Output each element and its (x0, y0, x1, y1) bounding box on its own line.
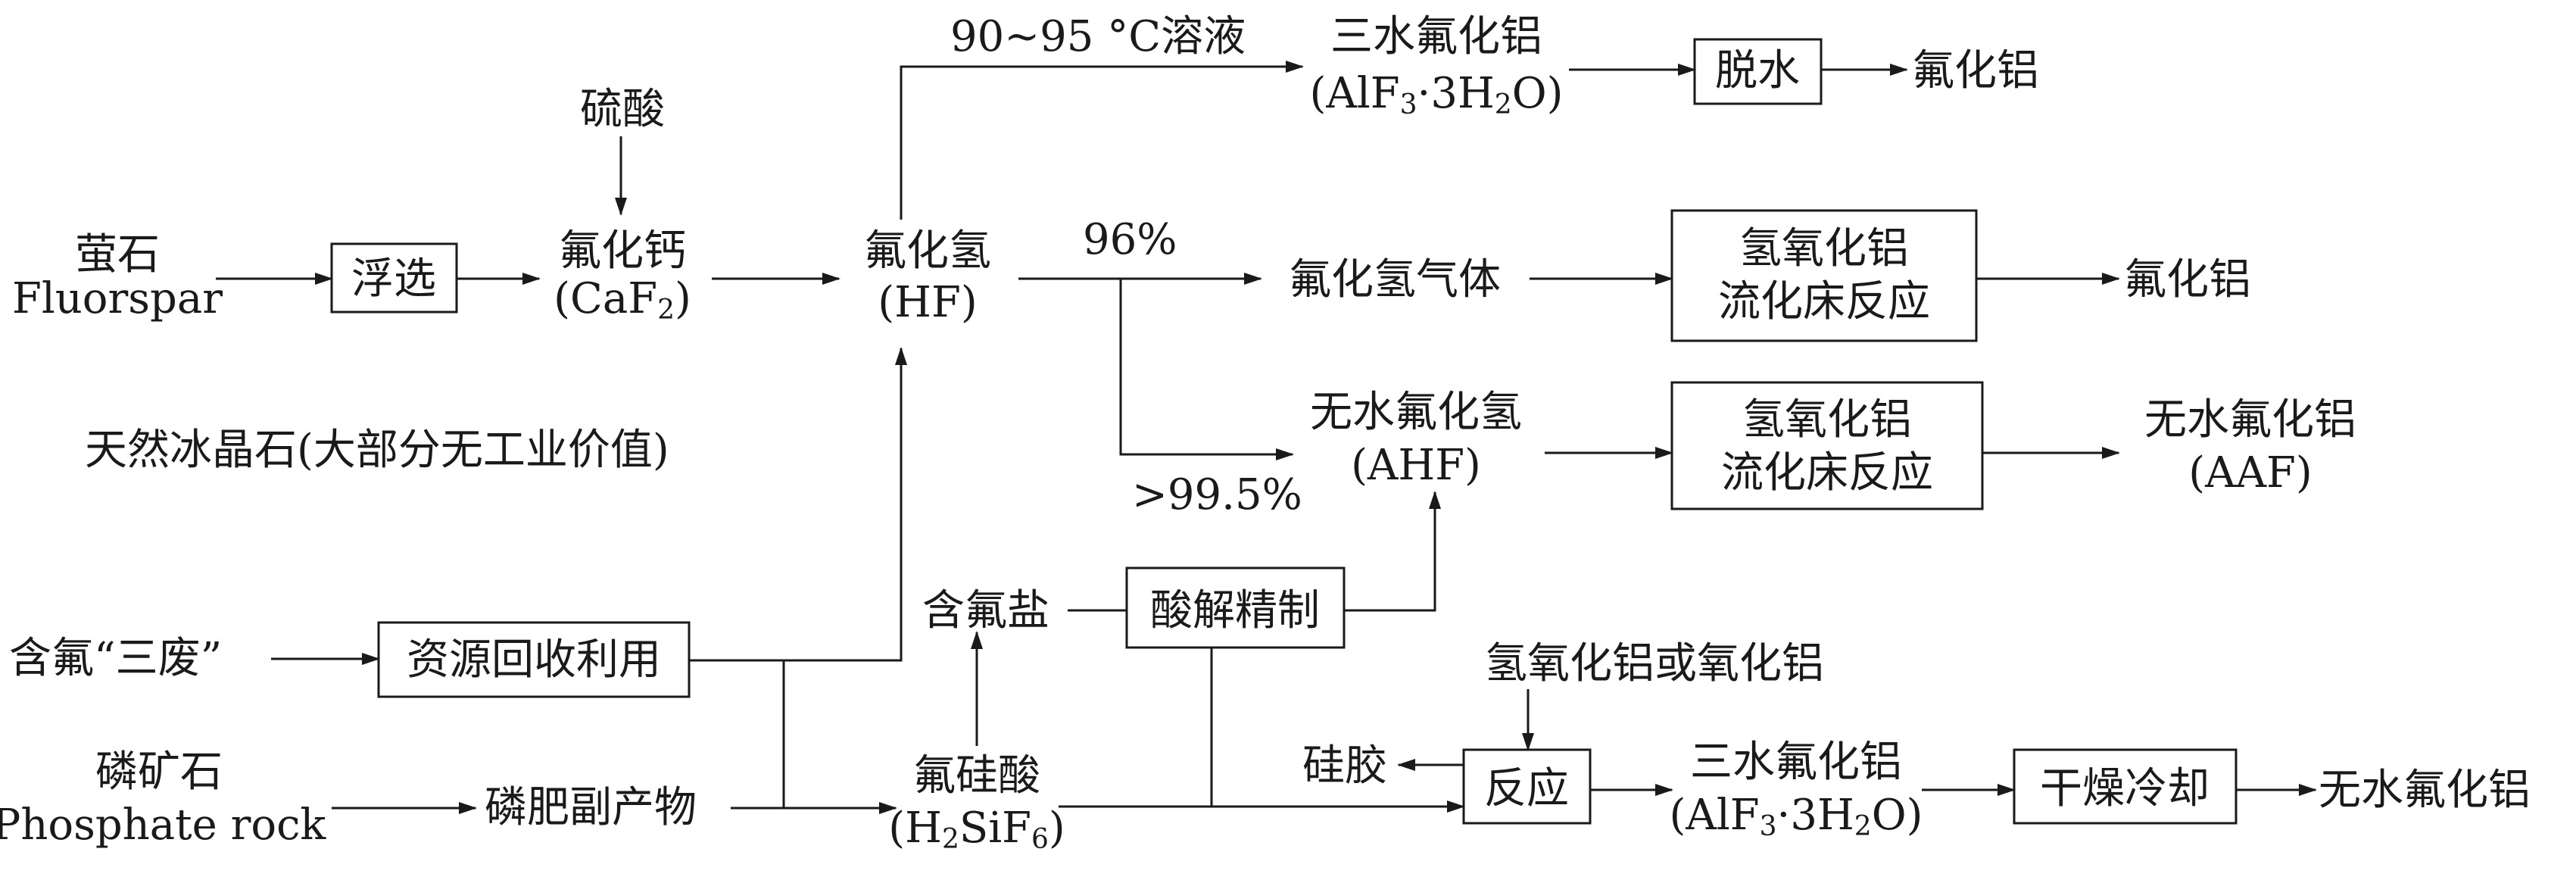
anhydrous-alf-label: 无水氟化铝 (2319, 766, 2531, 815)
phosphate-rock-label: 磷矿石 (95, 747, 223, 797)
pct-995-label: >99.5% (1132, 470, 1302, 520)
ahf-formula: (AHF) (1351, 441, 1481, 490)
acid-refine-label: 酸解精制 (1150, 586, 1320, 635)
alf-mid-label: 氟化铝 (2124, 255, 2251, 304)
alf-top-label: 氟化铝 (1912, 46, 2039, 95)
fluorosilicic-acid-label: 氟硅酸 (913, 751, 1040, 800)
silica-gel-label: 硅胶 (1302, 741, 1387, 791)
pct-96-label: 96% (1083, 215, 1177, 264)
dehydration-label: 脱水 (1715, 46, 1800, 95)
node-labels: 萤石 Fluorspar 浮选 硫酸 氟化钙 (CaF2) 氟化氢 (HF) 9… (0, 12, 2531, 855)
aaf-formula: (AAF) (2188, 448, 2312, 498)
hydrogen-fluoride-formula: (HF) (878, 278, 977, 327)
fluorosilicic-acid-formula: (H2SiF6) (888, 804, 1065, 855)
recycling-box (377, 621, 691, 698)
arrow-acid-refine-to-ahf (1344, 491, 1441, 612)
trihydrate-top-label: 三水氟化铝 (1330, 12, 1542, 61)
three-wastes-label: 含氟“三废” (9, 634, 222, 683)
solution-note: 90~95 °C溶液 (950, 12, 1246, 61)
trihydrate-bottom-formula: (AlF3·3H2O) (1670, 791, 1923, 842)
recycling-label: 资源回收利用 (407, 635, 661, 685)
arrow-hf-to-ahf (1119, 279, 1294, 460)
aaf-label: 无水氟化铝 (2144, 395, 2356, 445)
sulfuric-acid-label: 硫酸 (580, 85, 665, 134)
phosphate-byproduct-label: 磷肥副产物 (485, 783, 697, 832)
acid-refine-box (1125, 566, 1346, 649)
fluoride-salt-label: 含氟盐 (922, 586, 1049, 635)
phosphate-rock-en: Phosphate rock (0, 800, 326, 850)
dry-cool-label: 干燥冷却 (2040, 764, 2210, 813)
hydrogen-fluoride-label: 氟化氢 (864, 226, 991, 276)
hf-gas-label: 氟化氢气体 (1289, 255, 1501, 304)
fluidized-2-box (1670, 381, 1984, 510)
reagent-label: 氢氧化铝或氧化铝 (1485, 639, 1824, 688)
process-boxes (330, 38, 2238, 825)
fluidized-2-line2: 流化床反应 (1721, 448, 1933, 498)
fluidized-2-line1: 氢氧化铝 (1742, 395, 1912, 445)
arrow-recycling-to-hf (689, 347, 907, 662)
arrow-hf-to-trihydrate-top (900, 61, 1304, 220)
ahf-label: 无水氟化氢 (1310, 388, 1522, 437)
trihydrate-bottom-label: 三水氟化铝 (1690, 738, 1902, 787)
flotation-label: 浮选 (351, 254, 436, 304)
fluorite-label: 萤石 (75, 230, 160, 279)
connector-lines (216, 61, 2317, 814)
fluidized-1-line2: 流化床反应 (1718, 277, 1930, 326)
calcium-fluoride-formula: (CaF2) (554, 274, 691, 326)
calcium-fluoride-label: 氟化钙 (559, 226, 686, 276)
fluidized-1-line1: 氢氧化铝 (1739, 224, 1909, 273)
fluidized-1-box (1670, 209, 1978, 342)
cryolite-note: 天然冰晶石(大部分无工业价值) (85, 426, 669, 475)
reaction-box (1462, 748, 1592, 825)
fluorspar-label: Fluorspar (12, 274, 223, 323)
dry-cool-box (2013, 748, 2238, 825)
trihydrate-top-formula: (AlF3·3H2O) (1310, 69, 1564, 120)
flotation-box (330, 242, 458, 314)
dehydration-box (1693, 38, 1823, 105)
reaction-label: 反应 (1484, 764, 1569, 813)
